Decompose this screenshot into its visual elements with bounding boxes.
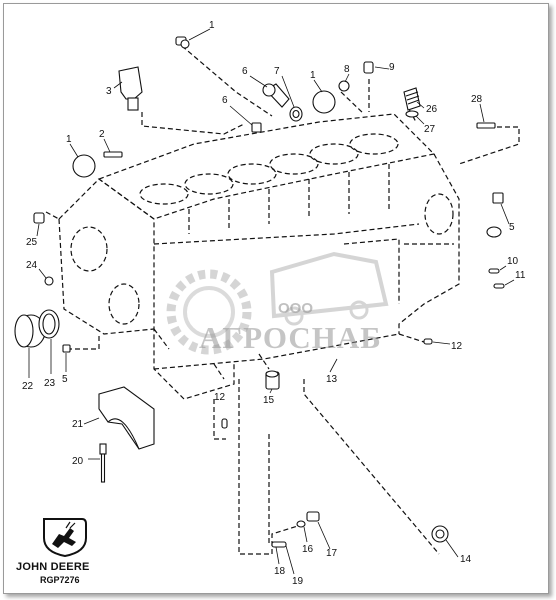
- label-14: 14: [460, 554, 472, 565]
- label-1-top: 1: [310, 70, 316, 81]
- part-14-cup-plug: [431, 525, 449, 543]
- label-13: 13: [326, 374, 338, 385]
- label-24: 24: [26, 260, 38, 271]
- label-3: 3: [106, 86, 112, 97]
- diagram-frame: 1 3 2 1 6 6 7 1 8 9 26 27 28 5 25 24 10 …: [3, 3, 549, 594]
- part-16-valve: [296, 511, 320, 528]
- label-19: 19: [292, 576, 304, 587]
- brand-name: JOHN DEERE: [16, 561, 90, 573]
- part-5-sleeve-right: [486, 226, 502, 238]
- john-deere-logo-icon: [43, 518, 87, 558]
- part-20-bolt: [99, 443, 107, 483]
- label-16: 16: [302, 544, 314, 555]
- label-23: 23: [44, 378, 56, 389]
- watermark-emblem: [166, 251, 389, 355]
- label-28: 28: [471, 94, 483, 105]
- label-15: 15: [263, 395, 275, 406]
- part-4-fitting: [175, 36, 190, 49]
- part-22-cover: [14, 314, 46, 348]
- label-5-left: 5: [62, 374, 68, 385]
- part-25-fitting: [33, 212, 45, 224]
- part-1-cap-left: [72, 154, 96, 178]
- label-6: 6: [242, 66, 248, 77]
- label-9: 9: [389, 62, 395, 73]
- label-26: 26: [426, 104, 438, 115]
- part-12-plug-lower: [221, 418, 228, 429]
- label-10: 10: [507, 256, 519, 267]
- part-11-pin: [493, 283, 505, 289]
- part-labels: 1 3 2 1 6 6 7 1 8 9 26 27 28 5 25 24 10 …: [22, 20, 526, 587]
- part-28-stud: [476, 122, 496, 129]
- label-11: 11: [515, 270, 526, 281]
- part-2-stud: [103, 151, 123, 158]
- label-2: 2: [99, 129, 105, 140]
- brand-code: RGP7276: [40, 575, 80, 585]
- label-1-left: 1: [66, 134, 72, 145]
- part-24-plug: [44, 276, 54, 286]
- part-8-fitting: [338, 80, 350, 92]
- engine-block: [58, 113, 460, 400]
- part-10-pin: [488, 268, 500, 274]
- part-18-fitting: [271, 541, 287, 548]
- label-12-right: 12: [451, 341, 463, 352]
- label-8: 8: [344, 64, 350, 75]
- leader-lines: [45, 45, 520, 555]
- part-15-cup: [265, 370, 280, 390]
- label-18: 18: [274, 566, 286, 577]
- label-17: 17: [326, 548, 338, 559]
- part-7-washer: [289, 106, 303, 122]
- part-5-plug-left: [62, 344, 71, 353]
- watermark-small-text: ООО: [278, 300, 314, 317]
- label-25: 25: [26, 237, 38, 248]
- watermark-text: АГРОСНАБ: [199, 320, 382, 355]
- engine-block-exploded-diagram: 1 3 2 1 6 6 7 1 8 9 26 27 28 5 25 24 10 …: [14, 20, 526, 587]
- part-26-spring: [403, 87, 421, 111]
- part-5-plug-top: [251, 122, 262, 133]
- part-23-seal: [38, 309, 60, 339]
- part-12-plug-right: [423, 338, 433, 345]
- label-5-right: 5: [509, 222, 515, 233]
- part-9-plug: [363, 61, 374, 74]
- part-21-bearing-cap: [98, 386, 155, 450]
- label-5-top: 6: [222, 95, 228, 106]
- part-3-oil-filler-tube: [118, 66, 143, 111]
- part-27-oring: [405, 110, 419, 118]
- label-pointers: [28, 28, 515, 575]
- part-6-sensor: [262, 83, 290, 108]
- part-5-plug-right: [492, 192, 504, 204]
- label-4: 1: [209, 20, 215, 31]
- label-22: 22: [22, 381, 34, 392]
- label-12-lower: 12: [214, 392, 226, 403]
- label-21: 21: [72, 419, 84, 430]
- label-7: 7: [274, 66, 280, 77]
- part-1-cap-top: [312, 90, 336, 114]
- label-20: 20: [72, 456, 84, 467]
- label-27: 27: [424, 124, 436, 135]
